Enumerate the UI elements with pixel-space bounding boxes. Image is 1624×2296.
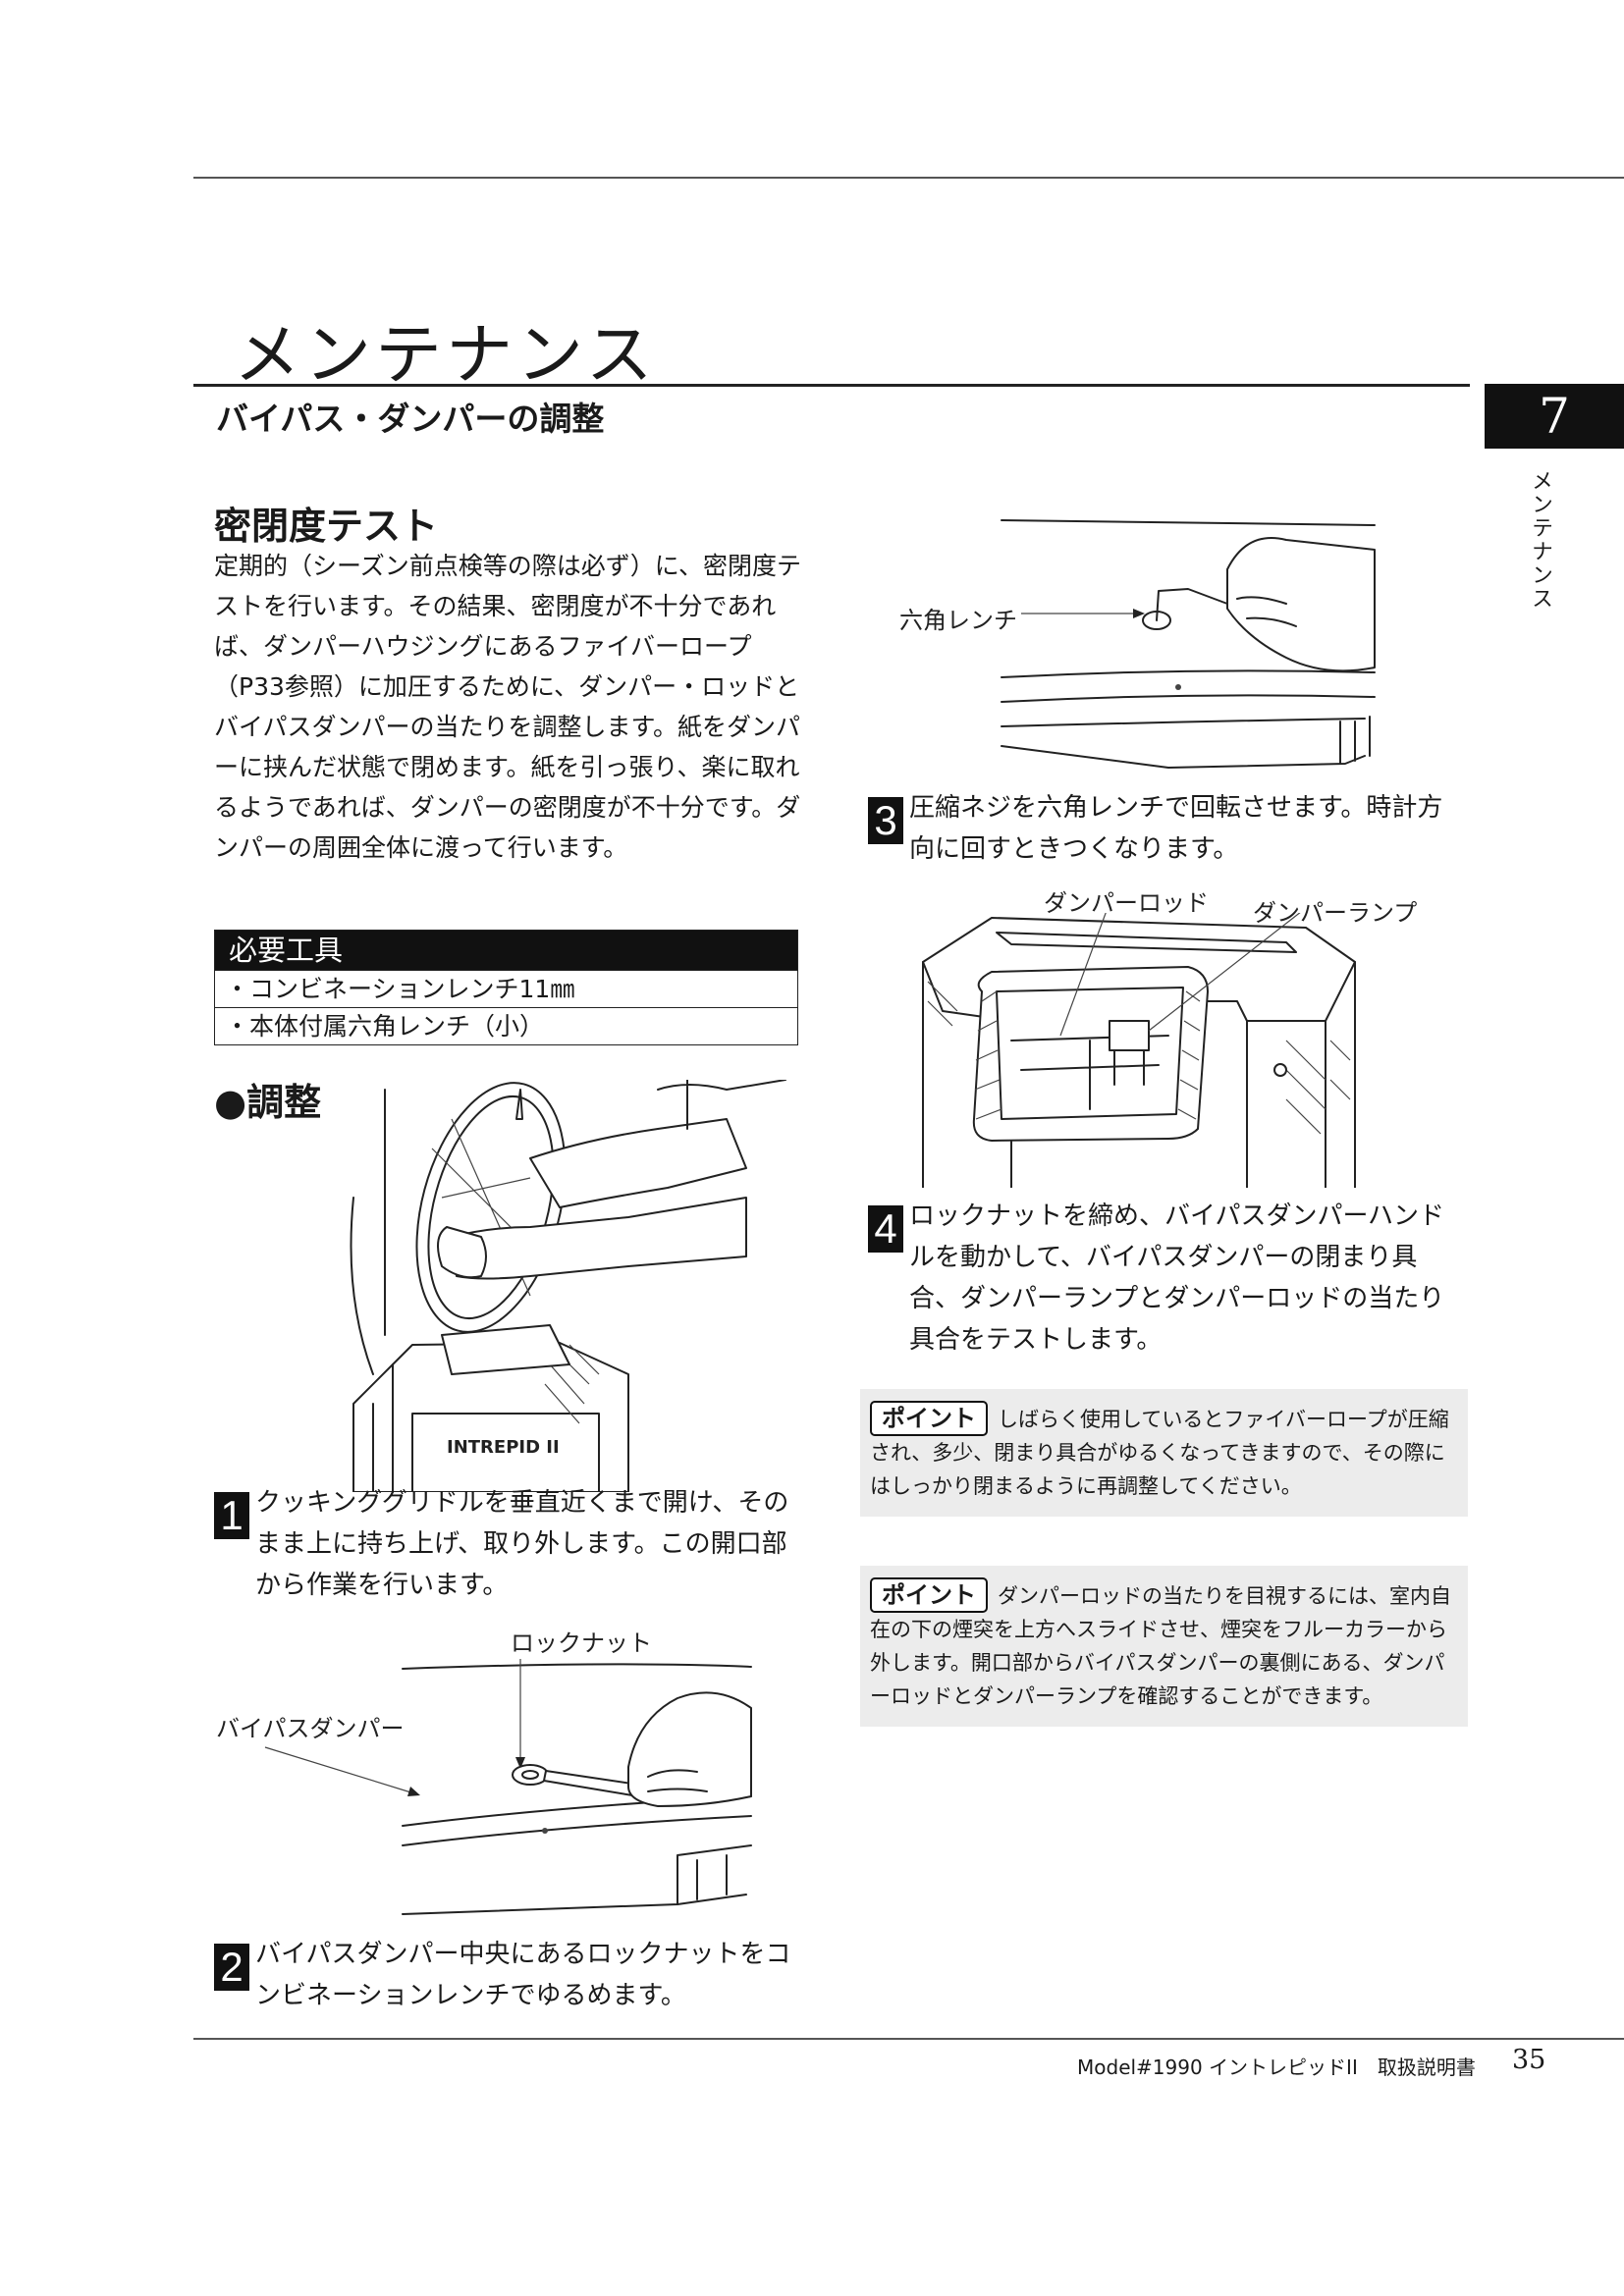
step-1: 1 クッキンググリドルを垂直近くまで開け、そのまま上に持ち上げ、取り外します。こ…: [214, 1482, 803, 1606]
tools-heading: 必要工具: [215, 931, 797, 970]
point-box-2: ポイントダンパーロッドの当たりを目視するには、室内自在の下の煙突を上方へスライド…: [860, 1566, 1468, 1727]
intro-body: 定期的（シーズン前点検等の際は必ず）に、密閉度テストを行います。その結果、密閉度…: [214, 552, 802, 862]
point-body: しばらく使用しているとファイバーロープが圧縮され、多少、閉まり具合がゆるくなって…: [870, 1408, 1449, 1498]
label-damper-ramp: ダンパーランプ: [1253, 899, 1418, 927]
figure-damper-rod-ramp: [922, 913, 1356, 1188]
footer-model-text: Model#1990 イントレピッドII 取扱説明書: [1077, 2056, 1476, 2079]
step-number: 2: [214, 1944, 249, 1991]
step-2: 2 バイパスダンパー中央にあるロックナットをコンビネーションレンチでゆるめます。: [214, 1934, 803, 2016]
tool-item: ・本体付属六角レンチ（小）: [215, 1007, 797, 1044]
step-number: 3: [868, 797, 903, 844]
bottom-rule: [193, 2038, 1624, 2040]
intro-heading: 密閉度テスト: [214, 505, 439, 548]
point-text: ポイントダンパーロッドの当たりを目視するには、室内自在の下の煙突を上方へスライド…: [870, 1577, 1456, 1713]
stove-badge: INTREPID II: [447, 1437, 560, 1458]
figure-hex-wrench: [1001, 519, 1376, 769]
chapter-tab[interactable]: 7: [1485, 384, 1624, 449]
adjust-heading: ●調整: [214, 1081, 322, 1124]
step-text: 圧縮ネジを六角レンチで回転させます。時計方向に回すときつくなります。: [909, 793, 1443, 864]
label-bypass-damper: バイパスダンパー: [216, 1715, 405, 1742]
side-label: メンテナンス: [1528, 469, 1552, 611]
figure-locknut-wrench: [264, 1659, 752, 1915]
step-text: バイパスダンパー中央にあるロックナットをコンビネーションレンチでゆるめます。: [255, 1940, 791, 2010]
section-title: バイパス・ダンパーの調整: [216, 400, 605, 438]
tool-item: ・コンビネーションレンチ11㎜: [215, 970, 797, 1007]
page-number: 35: [1512, 2045, 1546, 2075]
step-text: クッキンググリドルを垂直近くまで開け、そのまま上に持ち上げ、取り外します。この開…: [255, 1488, 789, 1600]
step-4: 4 ロックナットを締め、バイパスダンパーハンドルを動かして、バイパスダンパーの閉…: [868, 1196, 1467, 1361]
label-damper-rod: ダンパーロッド: [1044, 889, 1209, 917]
step-number: 4: [868, 1205, 903, 1253]
step-3: 3 圧縮ネジを六角レンチで回転させます。時計方向に回すときつくなります。: [868, 787, 1467, 870]
step-number: 1: [214, 1492, 249, 1539]
step-text: ロックナットを締め、バイパスダンパーハンドルを動かして、バイパスダンパーの閉まり…: [909, 1201, 1445, 1355]
chapter-title: メンテナンス: [234, 317, 657, 395]
tools-box: 必要工具 ・コンビネーションレンチ11㎜ ・本体付属六角レンチ（小）: [214, 930, 798, 1045]
figure-griddle-removal: INTREPID II: [350, 1080, 786, 1492]
top-rule: [193, 177, 1624, 179]
point-text: ポイントしばらく使用しているとファイバーロープが圧縮され、多少、閉まり具合がゆる…: [870, 1401, 1456, 1503]
point-box-1: ポイントしばらく使用しているとファイバーロープが圧縮され、多少、閉まり具合がゆる…: [860, 1389, 1468, 1517]
label-hex-wrench: 六角レンチ: [899, 607, 1017, 634]
point-badge: ポイント: [870, 1577, 988, 1613]
label-locknut: ロックナット: [511, 1629, 652, 1657]
section-bar: [193, 384, 1470, 442]
point-badge: ポイント: [870, 1401, 988, 1436]
point-body: ダンパーロッドの当たりを目視するには、室内自在の下の煙突を上方へスライドさせ、煙…: [870, 1584, 1451, 1708]
